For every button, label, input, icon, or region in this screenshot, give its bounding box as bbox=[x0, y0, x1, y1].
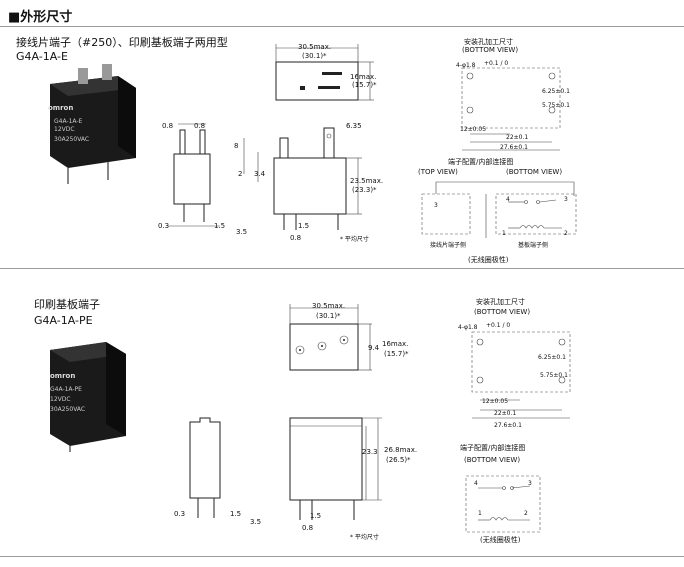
fv2-f: (26.5)* bbox=[386, 456, 411, 464]
sv2-c: 0.3 bbox=[174, 510, 186, 518]
conn2-pin1: 1 bbox=[478, 510, 482, 517]
relay-photo-1 bbox=[50, 64, 136, 184]
front-view-drawing-1 bbox=[243, 127, 362, 230]
section2-model: G4A-1A-PE bbox=[34, 314, 93, 327]
holes1-h1: 6.25±0.1 bbox=[542, 88, 570, 95]
holes1-w2: 22±0.1 bbox=[506, 134, 529, 141]
photo1-model: G4A-1A-E bbox=[54, 118, 83, 125]
conn1-bottom: (BOTTOM VIEW) bbox=[506, 168, 563, 176]
fv1-a: 6.35 bbox=[346, 122, 362, 130]
conn1-nopol: (无线圈极性) bbox=[468, 256, 509, 264]
fv1-note: * 平均尺寸 bbox=[340, 236, 369, 243]
section1-title: 接线片端子（#250）、印刷基板端子两用型 bbox=[16, 36, 228, 49]
holes1-title: 安装孔加工尺寸 bbox=[464, 38, 513, 46]
tv1-w2: (30.1)* bbox=[302, 52, 327, 60]
fv2-note: * 平均尺寸 bbox=[350, 534, 379, 541]
side-view-drawing-2 bbox=[189, 417, 221, 518]
relay-photo-2 bbox=[50, 342, 126, 452]
holes1-w1: 12±0.05 bbox=[460, 126, 487, 133]
sv1-c: 0.3 bbox=[158, 222, 170, 230]
holes2-dia: 4-φ1.8 bbox=[458, 324, 478, 331]
photo2-model: G4A-1A-PE bbox=[50, 386, 82, 393]
fv2-h: 1.5 bbox=[310, 512, 322, 520]
fv1-i: 0.8 bbox=[290, 234, 302, 242]
holes1-w3: 27.6±0.1 bbox=[500, 144, 528, 151]
holes1-dia: 4-φ1.8 bbox=[456, 62, 476, 69]
section1-model: G4A-1A-E bbox=[16, 50, 68, 63]
holes2-w1: 12±0.05 bbox=[482, 398, 509, 405]
tv2-w1: 30.5max. bbox=[312, 302, 346, 310]
conn1-pin4: 4 bbox=[506, 196, 510, 203]
photo2-brand: omron bbox=[50, 372, 76, 380]
holes2-title: 安装孔加工尺寸 bbox=[476, 298, 525, 306]
sv2-d: 1.5 bbox=[230, 510, 242, 518]
fv2-g: 3.5 bbox=[250, 518, 262, 526]
sv1-d: 1.5 bbox=[214, 222, 226, 230]
section2-title: 印刷基板端子 bbox=[34, 298, 100, 311]
holes2-tol: +0.1 / 0 bbox=[486, 322, 511, 329]
conn2-pin4: 4 bbox=[474, 480, 478, 487]
sv1-a: 0.8 bbox=[162, 122, 174, 130]
conn1-drawing bbox=[421, 181, 577, 238]
photo2-voltage: 12VDC bbox=[50, 396, 71, 403]
top-view-drawing-1 bbox=[275, 44, 374, 101]
holes2-h1: 6.25±0.1 bbox=[538, 354, 566, 361]
fv1-c: 2 bbox=[238, 170, 243, 178]
front-view-drawing-2 bbox=[289, 417, 382, 520]
conn2-pin3: 3 bbox=[528, 480, 532, 487]
holes2-drawing bbox=[471, 331, 571, 419]
fv2-m: 23.3 bbox=[362, 448, 378, 456]
header-rule bbox=[0, 26, 684, 27]
fv2-e: 26.8max. bbox=[384, 446, 418, 454]
holes1-subtitle: (BOTTOM VIEW) bbox=[462, 46, 519, 54]
conn1-lab2: 基板端子侧 bbox=[518, 242, 549, 249]
fv1-h: 1.5 bbox=[298, 222, 310, 230]
holes2-h2: 5.75±0.1 bbox=[540, 372, 568, 379]
tv2-h1: 16max. bbox=[382, 340, 409, 348]
section-divider bbox=[0, 268, 684, 269]
top-view-drawing-2 bbox=[289, 304, 372, 371]
conn1-lab1: 接线片端子侧 bbox=[430, 242, 467, 249]
conn1-pin2: 2 bbox=[564, 230, 568, 237]
tv1-w1: 30.5max. bbox=[298, 43, 332, 51]
fv1-d: 3.4 bbox=[254, 170, 266, 178]
photo1-brand: omron bbox=[48, 104, 74, 112]
tv2-h0: 9.4 bbox=[368, 344, 380, 352]
holes1-tol: +0.1 / 0 bbox=[484, 60, 509, 67]
fv1-f: (23.3)* bbox=[352, 186, 377, 194]
holes1-drawing bbox=[461, 67, 561, 151]
tv1-h1: 16max. bbox=[350, 73, 377, 81]
tv2-w2: (30.1)* bbox=[316, 312, 341, 320]
holes2-w3: 27.6±0.1 bbox=[494, 422, 522, 429]
conn1-top: (TOP VIEW) bbox=[418, 168, 458, 176]
bottom-rule bbox=[0, 556, 684, 557]
holes1-h2: 5.75±0.1 bbox=[542, 102, 570, 109]
fv2-i: 0.8 bbox=[302, 524, 314, 532]
conn2-pin2: 2 bbox=[524, 510, 528, 517]
sv1-b: 0.8 bbox=[194, 122, 206, 130]
conn2-nopol: (无线圈极性) bbox=[480, 536, 521, 544]
fv1-e: 23.5max. bbox=[350, 177, 384, 185]
fv1-b: 8 bbox=[234, 142, 239, 150]
holes2-subtitle: (BOTTOM VIEW) bbox=[474, 308, 531, 316]
photo1-voltage: 12VDC bbox=[54, 126, 75, 133]
photo1-rating: 30A250VAC bbox=[54, 136, 90, 143]
conn2-title: 端子配置/内部连接图 bbox=[460, 444, 526, 452]
fv1-g: 3.5 bbox=[236, 228, 248, 236]
tv2-h2: (15.7)* bbox=[384, 350, 409, 358]
photo2-rating: 30A250VAC bbox=[50, 406, 86, 413]
conn1-title: 端子配置/内部连接图 bbox=[448, 158, 514, 166]
side-view-drawing-1 bbox=[168, 123, 220, 227]
conn1-pin1: 1 bbox=[502, 230, 506, 237]
conn1-pin3b: 3 bbox=[564, 196, 568, 203]
holes2-w2: 22±0.1 bbox=[494, 410, 517, 417]
tv1-h2: (15.7)* bbox=[352, 81, 377, 89]
page-title: ■外形尺寸 bbox=[8, 10, 73, 25]
conn1-pin3: 3 bbox=[434, 202, 438, 209]
conn2-bottom: (BOTTOM VIEW) bbox=[464, 456, 521, 464]
conn2-drawing bbox=[465, 475, 541, 533]
